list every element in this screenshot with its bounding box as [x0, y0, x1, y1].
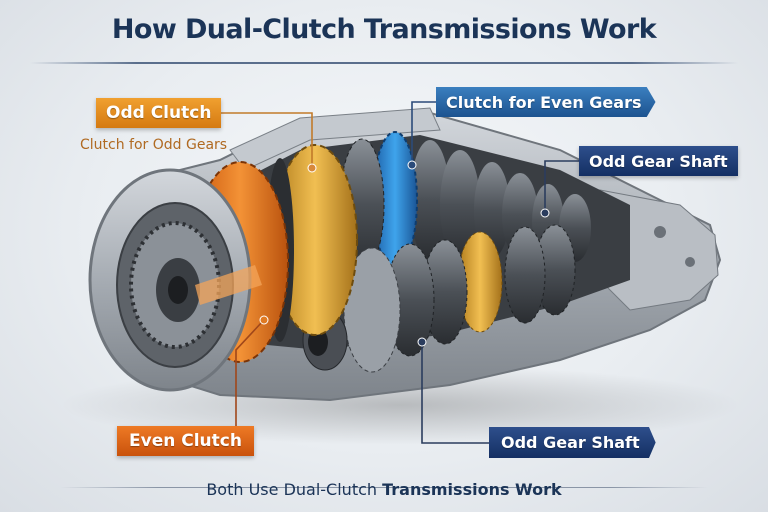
- odd-clutch-label: Odd Clutch: [96, 98, 222, 128]
- leader-lines: [208, 101, 579, 444]
- odd-gear-shaft-top-label-text: Odd Gear Shaft: [589, 151, 728, 171]
- even-clutch-label-text: Even Clutch: [129, 431, 242, 451]
- footer-caption-regular: Both Use Dual-Clutch: [206, 480, 378, 499]
- odd-clutch-sublabel: Clutch for Odd Gears: [80, 137, 228, 153]
- footer-divider: [60, 487, 708, 488]
- clutch-even-gears-label-text: Clutch for Even Gears: [446, 92, 642, 112]
- even-clutch-label: Even Clutch: [117, 426, 254, 456]
- footer-caption-bold: Transmissions Work: [382, 480, 562, 499]
- odd-gear-shaft-bottom-label-text: Odd Gear Shaft: [501, 433, 640, 452]
- title-divider: [30, 62, 738, 64]
- footer-caption: Both Use Dual-Clutch Transmissions Work: [0, 480, 768, 499]
- clutch-even-gears-label: Clutch for Even Gears: [436, 87, 656, 117]
- odd-clutch-label-text: Odd Clutch: [106, 103, 212, 123]
- odd-gear-shaft-top-label: Odd Gear Shaft: [579, 146, 738, 176]
- odd-gear-shaft-bottom-label: Odd Gear Shaft: [489, 427, 656, 458]
- power-flow-highlight: [195, 265, 262, 305]
- page-title: How Dual-Clutch Transmissions Work: [111, 14, 657, 45]
- lower-gear-train: [343, 224, 576, 373]
